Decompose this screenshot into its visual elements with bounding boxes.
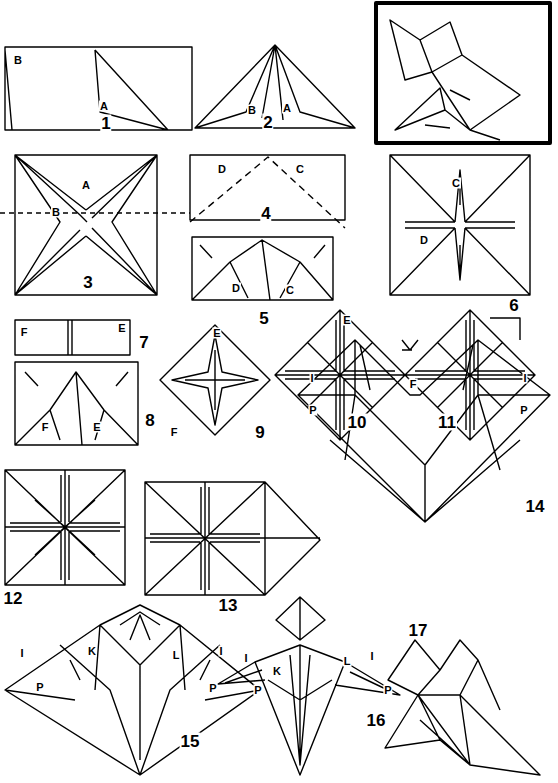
point-letter: A [99, 101, 109, 112]
point-letter: D [231, 283, 241, 294]
point-letter: F [41, 422, 50, 433]
step-number: 8 [144, 412, 155, 429]
point-letter: K [272, 666, 282, 677]
point-letter: P [308, 405, 317, 416]
step-number: 15 [180, 733, 201, 750]
point-letter: I [522, 373, 527, 384]
step-number: 3 [82, 274, 93, 291]
step-number: 9 [254, 424, 265, 441]
point-letter: I [369, 651, 374, 662]
point-letter: B [51, 207, 61, 218]
point-letter: L [343, 656, 352, 667]
point-letter: B [247, 105, 257, 116]
step-number: 7 [138, 334, 149, 351]
point-letter: I [19, 648, 24, 659]
step-number: 1 [100, 115, 111, 132]
step-number: 5 [258, 310, 269, 327]
point-letter: C [295, 164, 305, 175]
point-letter: E [92, 422, 101, 433]
step-number: 11 [437, 414, 457, 431]
point-letter: P [383, 685, 392, 696]
point-letter: L [172, 650, 181, 661]
point-letter: A [282, 103, 292, 114]
step-number: 10 [347, 414, 368, 431]
step-number: 12 [3, 590, 24, 607]
point-letter: A [81, 180, 91, 191]
point-letter: P [253, 685, 262, 696]
step-number: 16 [366, 712, 387, 729]
point-letter: B [13, 55, 23, 66]
step-number: 2 [262, 114, 273, 131]
point-letter: F [170, 427, 179, 438]
point-letter: F [409, 379, 418, 390]
step-number: 14 [525, 498, 546, 515]
point-letter: C [451, 178, 461, 189]
point-letter: D [217, 164, 227, 175]
point-letter: F [20, 327, 29, 338]
step-number: 17 [408, 622, 429, 639]
point-letter: C [285, 285, 295, 296]
point-letter: D [419, 235, 429, 246]
step-number: 6 [508, 297, 519, 314]
point-letter: P [35, 682, 44, 693]
point-letter: E [117, 323, 126, 334]
point-letter: E [212, 328, 221, 339]
point-letter: E [342, 315, 351, 326]
point-letter: P [208, 683, 217, 694]
point-letter: I [309, 373, 314, 384]
step-number: 4 [260, 205, 271, 222]
point-letter: P [519, 405, 528, 416]
point-letter: I [243, 653, 248, 664]
step-number: 13 [218, 597, 239, 614]
point-letter: I [218, 646, 223, 657]
point-letter: K [87, 646, 97, 657]
